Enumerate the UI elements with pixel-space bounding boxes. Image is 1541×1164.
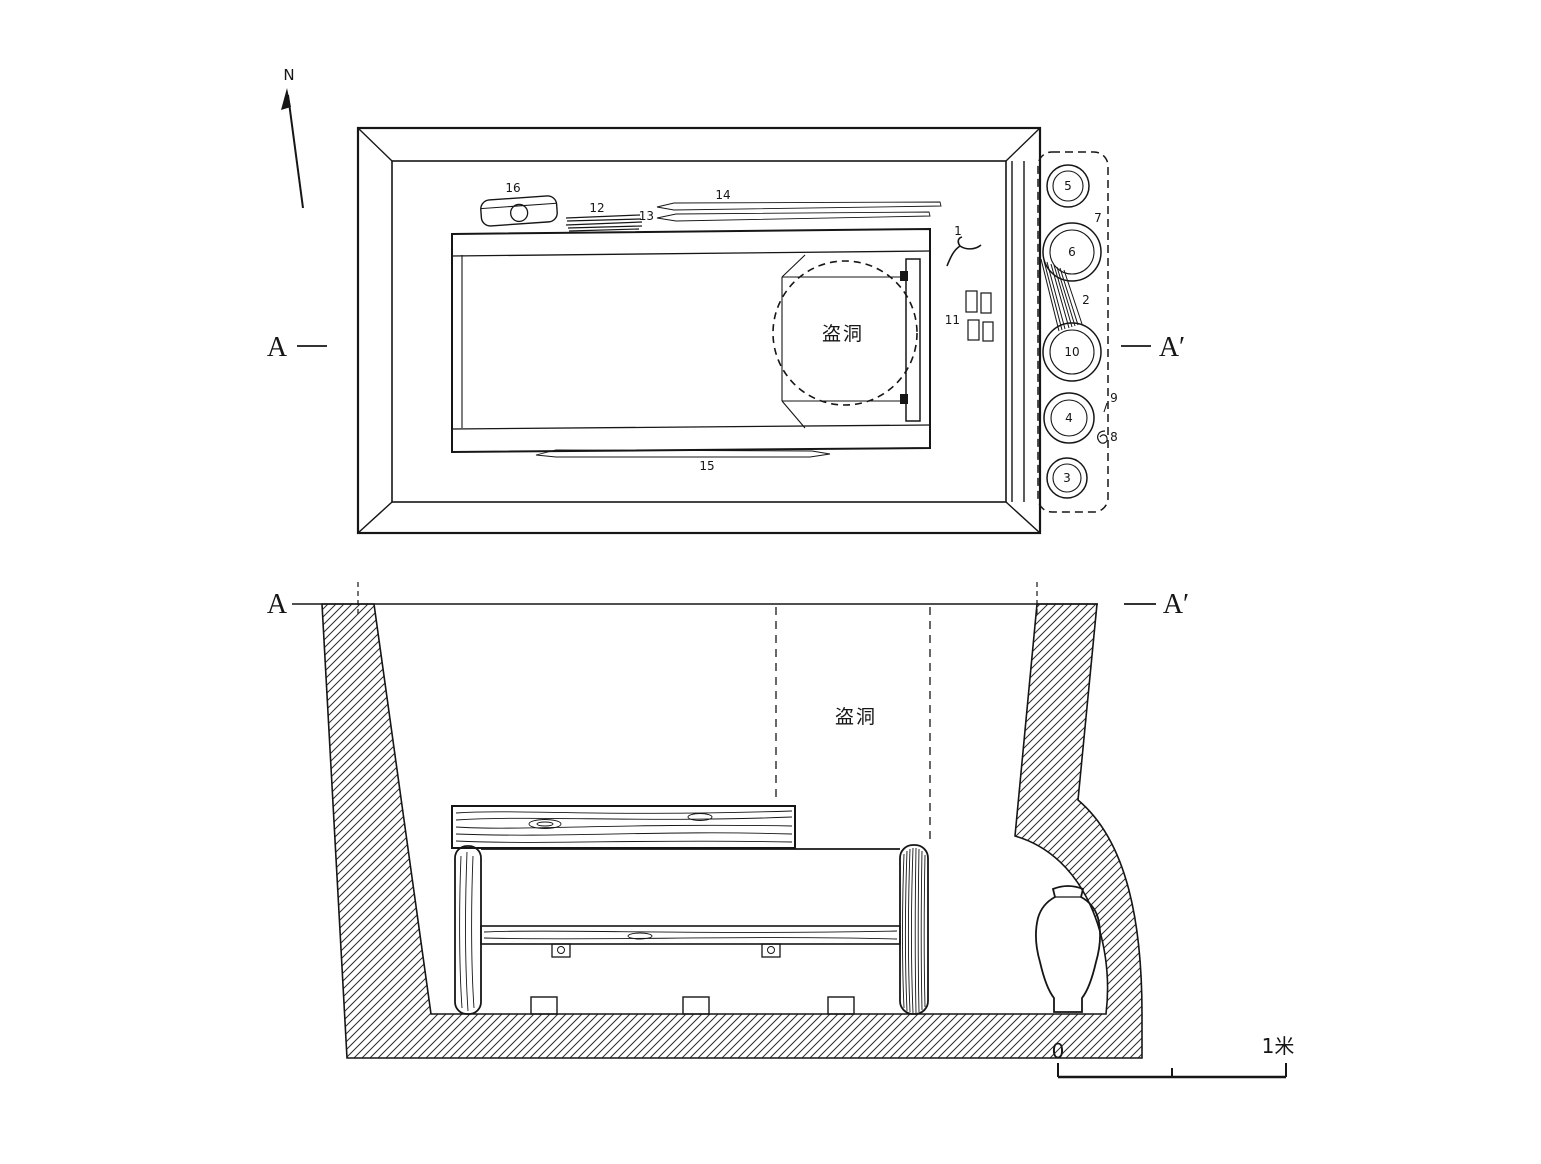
vessel-10-label: 10 (1064, 345, 1079, 359)
section-view: A A′ 盗洞 (267, 582, 1189, 1059)
north-label: N (283, 66, 294, 84)
niche-label-7: 7 (1094, 211, 1102, 225)
coffin-lid (451, 805, 796, 849)
coffin-right-end-board (899, 844, 929, 1015)
coffin-cleats (551, 943, 781, 958)
vessel-6-label: 6 (1068, 245, 1076, 259)
vessel-5-label: 5 (1064, 179, 1072, 193)
niche-label-9: 9 (1110, 391, 1118, 405)
plan-niche: 5 7 6 2 10 (1037, 151, 1118, 513)
niche-pot (1035, 885, 1101, 1013)
find-15-label: 15 (699, 459, 714, 473)
plan-view: 盗洞 16 12 14 13 (267, 126, 1185, 535)
find-1-hook (946, 236, 982, 267)
find-13-rod (656, 211, 931, 222)
plan-marker-a-prime: A′ (1159, 332, 1185, 363)
find-2-bundle (1040, 258, 1083, 332)
coffin-left-end-board (454, 845, 482, 1015)
plan-pit-outline (356, 126, 1042, 535)
section-marker-a-prime: A′ (1163, 589, 1189, 620)
vessel-3: 3 (1046, 457, 1088, 499)
vessel-5: 5 (1046, 164, 1090, 208)
find-14-label: 14 (715, 188, 730, 202)
plan-artifacts: 16 12 14 13 1 (480, 181, 994, 473)
plan-robber-hole: 盗洞 (772, 260, 918, 406)
section-marker-a: A (267, 589, 288, 620)
coffin-bottom-board (480, 925, 901, 945)
find-16-box (480, 195, 558, 227)
find-12-slips (565, 214, 643, 232)
niche-label-2: 2 (1082, 293, 1090, 307)
find-14-rod (656, 201, 942, 211)
find-12-label: 12 (589, 201, 604, 215)
north-arrow: N (281, 66, 304, 209)
vessel-3-label: 3 (1063, 471, 1071, 485)
vessel-10: 10 (1042, 322, 1102, 382)
find-16-label: 16 (505, 181, 520, 195)
section-robber-hole-label: 盗洞 (835, 706, 877, 728)
niche-mark-8 (1097, 430, 1108, 444)
pit-walls-hatch (321, 603, 1143, 1059)
scale-bar: 0 1米 (1052, 1034, 1295, 1079)
scale-unit-label: 1米 (1262, 1034, 1295, 1058)
niche-label-8: 8 (1110, 430, 1118, 444)
north-arrow-head (281, 88, 291, 110)
find-15-rod (535, 449, 831, 458)
section-robber-hole: 盗洞 (775, 607, 931, 842)
find-11-label: 11 (945, 313, 960, 327)
section-line: A A′ (267, 582, 1189, 620)
scale-zero-label: 0 (1052, 1039, 1065, 1063)
plan-coffin (451, 227, 931, 454)
vessel-4-label: 4 (1065, 411, 1073, 425)
plan-section-markers: A A′ (267, 332, 1185, 363)
plan-robber-hole-label: 盗洞 (822, 323, 864, 345)
coffin-feet (530, 996, 855, 1015)
coffin-body (454, 844, 929, 1015)
plan-marker-a: A (267, 332, 288, 363)
find-1-label: 1 (954, 224, 962, 238)
find-13-label: 13 (639, 209, 654, 223)
vessel-6: 6 (1042, 222, 1102, 282)
find-11-plaques (965, 290, 994, 342)
niche-mark-9 (1103, 402, 1108, 413)
vessel-4: 4 (1043, 392, 1095, 444)
